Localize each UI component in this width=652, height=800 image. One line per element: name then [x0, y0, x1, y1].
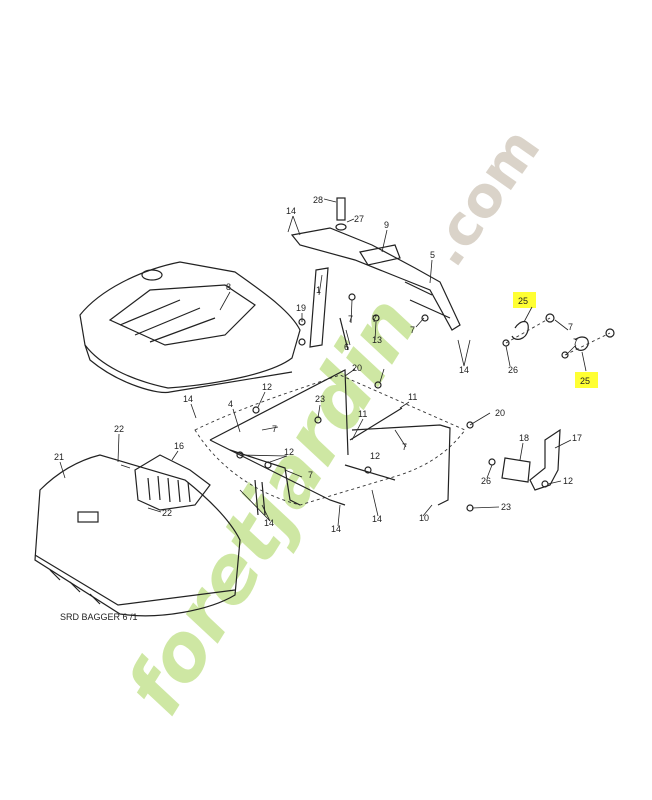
- label-12-c: 12: [370, 451, 380, 461]
- label-14-b: 14: [459, 365, 469, 375]
- label-20-b: 20: [495, 408, 505, 418]
- label-9: 9: [384, 220, 389, 230]
- label-12-b: 12: [284, 447, 294, 457]
- label-14-a: 14: [286, 206, 296, 216]
- part-16-bracket: [134, 454, 211, 511]
- label-19: 19: [296, 303, 306, 313]
- label-17: 17: [572, 433, 582, 443]
- label-7-d: 7: [568, 322, 573, 332]
- label-6: 6: [344, 342, 349, 352]
- label-23-b: 23: [501, 502, 511, 512]
- label-14-d: 14: [264, 518, 274, 528]
- label-10: 10: [419, 513, 429, 523]
- highlight-25-bottom: [575, 372, 598, 388]
- label-13: 13: [372, 335, 382, 345]
- label-16: 16: [174, 441, 184, 451]
- label-18: 18: [519, 433, 529, 443]
- part-17-18-bracket: [488, 428, 561, 491]
- part-25-26-pins: [502, 313, 615, 359]
- label-26-b: 26: [481, 476, 491, 486]
- label-20-a: 20: [352, 363, 362, 373]
- label-14-c: 14: [183, 394, 193, 404]
- label-4: 4: [228, 399, 233, 409]
- label-11-a: 11: [408, 392, 417, 402]
- watermark: foretjardin .com: [110, 117, 553, 730]
- part-labels: 28 27 9 14 5 8 1 19 7 7 13 6 7 14 25 7 7…: [54, 195, 590, 534]
- label-28: 28: [313, 195, 323, 205]
- label-23-a: 23: [315, 394, 325, 404]
- label-7-g: 7: [402, 442, 407, 452]
- leader-lines: [59, 198, 587, 527]
- label-22-b: 22: [162, 508, 172, 518]
- label-12-d: 12: [563, 476, 573, 486]
- highlight-25-top: [513, 292, 536, 308]
- label-7-h: 7: [308, 470, 313, 480]
- label-22-a: 22: [114, 424, 124, 434]
- label-8: 8: [226, 282, 231, 292]
- label-7-e: 7: [573, 337, 578, 347]
- diagram-caption: SRD BAGGER 6 /1: [60, 612, 138, 622]
- part-8-cover: [79, 261, 301, 394]
- watermark-text: foretjardin: [110, 282, 437, 730]
- label-26-a: 26: [508, 365, 518, 375]
- label-7-c: 7: [410, 325, 415, 335]
- label-5: 5: [430, 250, 435, 260]
- label-7-b: 7: [372, 314, 377, 324]
- frame-assembly: [194, 369, 474, 516]
- label-14-f: 14: [372, 514, 382, 524]
- label-25-b: 25: [580, 376, 590, 386]
- label-7-a: 7: [348, 314, 353, 324]
- label-7-f: 7: [272, 424, 277, 434]
- label-14-e: 14: [331, 524, 341, 534]
- label-11-b: 11: [358, 409, 367, 419]
- part-21-bag: [34, 454, 241, 617]
- upper-assembly: [290, 197, 461, 351]
- label-27: 27: [354, 214, 364, 224]
- label-12-a: 12: [262, 382, 272, 392]
- label-1: 1: [316, 285, 321, 295]
- label-25-a: 25: [518, 296, 528, 306]
- label-21: 21: [54, 452, 64, 462]
